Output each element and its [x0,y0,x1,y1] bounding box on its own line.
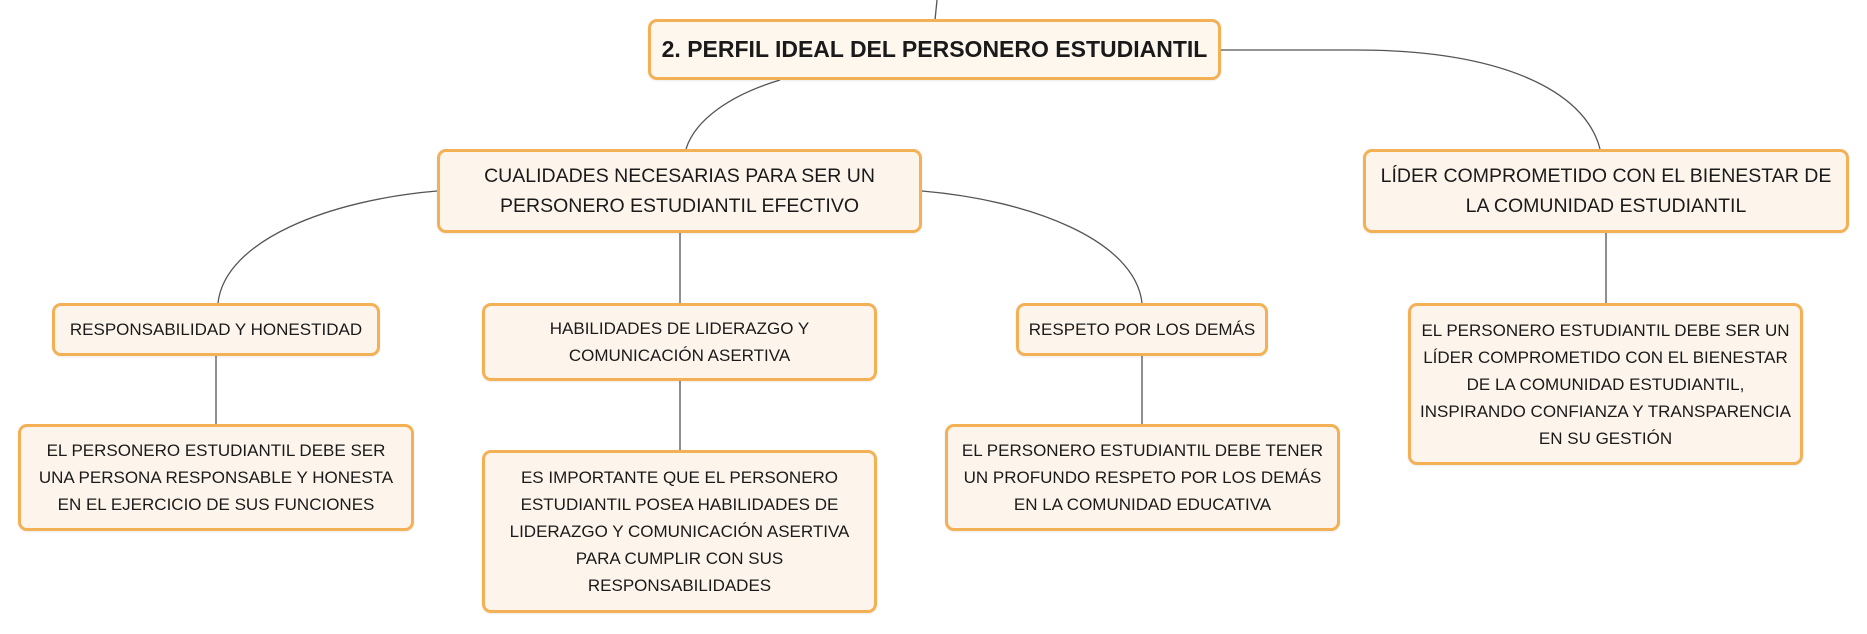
detail-lider-text: EL PERSONERO ESTUDIANTIL DEBE SER UN LÍD… [1420,320,1791,448]
connector-root-to-qualities [685,79,781,150]
topic-cualidades-necesarias[interactable]: CUALIDADES NECESARIAS PARA SER UN PERSON… [437,149,922,233]
root-topic-perfil-ideal[interactable]: 2. PERFIL IDEAL DEL PERSONERO ESTUDIANTI… [648,19,1221,80]
subtopic-respeto-demas[interactable]: RESPETO POR LOS DEMÁS [1016,303,1268,356]
detail-respeto-text: EL PERSONERO ESTUDIANTIL DEBE TENER UN P… [961,441,1324,514]
connector-qualities-to-respect [921,190,1143,304]
subtopic-responsabilidad-label: RESPONSABILIDAD Y HONESTIDAD [69,320,363,339]
subtopic-responsabilidad-honestidad[interactable]: RESPONSABILIDAD Y HONESTIDAD [52,303,380,356]
connector-offscreen-parent-to-root [934,0,938,21]
connector-qualities-to-responsibility [217,190,438,304]
subtopic-respeto-label: RESPETO POR LOS DEMÁS [1028,320,1256,339]
root-topic-label: 2. PERFIL IDEAL DEL PERSONERO ESTUDIANTI… [661,36,1208,62]
topic-lider-label: LÍDER COMPROMETIDO CON EL BIENESTAR DE L… [1380,165,1832,217]
subtopic-habilidades-label: HABILIDADES DE LIDERAZGO Y COMUNICACIÓN … [549,319,810,365]
detail-habilidades-liderazgo[interactable]: ES IMPORTANTE QUE EL PERSONERO ESTUDIANT… [482,450,877,613]
topic-cualidades-label: CUALIDADES NECESARIAS PARA SER UN PERSON… [484,165,875,217]
detail-responsabilidad-text: EL PERSONERO ESTUDIANTIL DEBE SER UNA PE… [38,441,394,514]
detail-lider-comprometido[interactable]: EL PERSONERO ESTUDIANTIL DEBE SER UN LÍD… [1408,303,1803,465]
detail-respeto-demas[interactable]: EL PERSONERO ESTUDIANTIL DEBE TENER UN P… [945,424,1340,531]
topic-lider-comprometido[interactable]: LÍDER COMPROMETIDO CON EL BIENESTAR DE L… [1363,149,1849,233]
detail-responsabilidad-honestidad[interactable]: EL PERSONERO ESTUDIANTIL DEBE SER UNA PE… [18,424,414,531]
connector-root-to-leader [1221,49,1601,150]
subtopic-habilidades-liderazgo[interactable]: HABILIDADES DE LIDERAZGO Y COMUNICACIÓN … [482,303,877,381]
detail-habilidades-text: ES IMPORTANTE QUE EL PERSONERO ESTUDIANT… [509,468,850,595]
